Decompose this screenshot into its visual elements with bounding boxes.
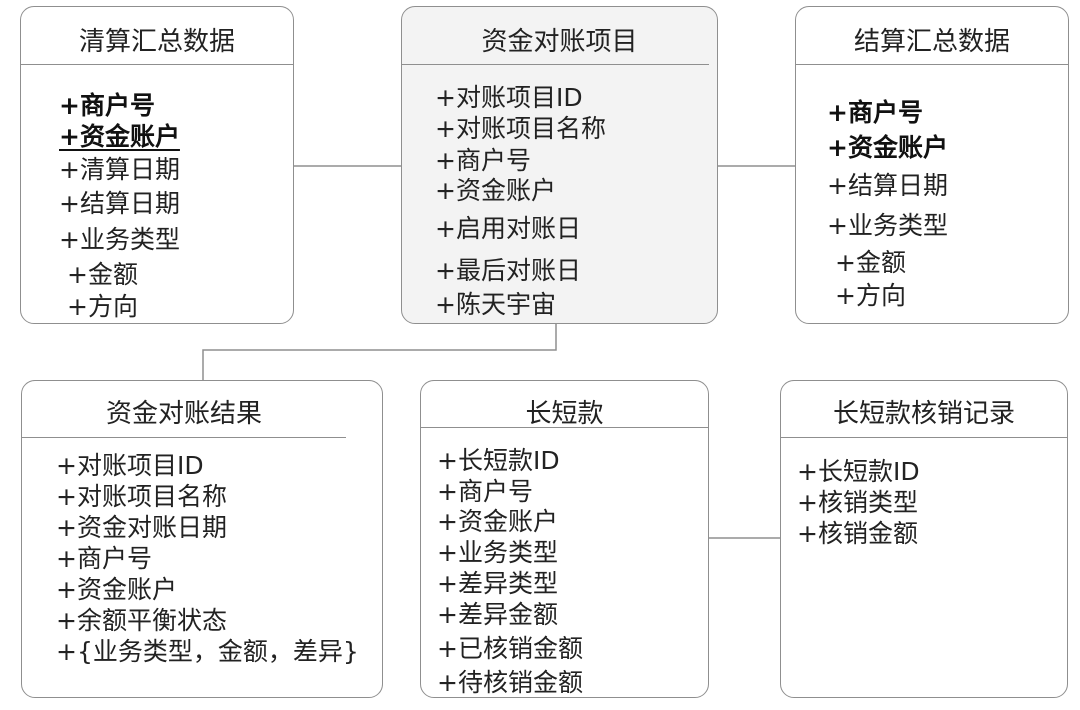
entity-field: +差异类型 bbox=[437, 569, 558, 598]
entity-field: +最后对账日 bbox=[435, 256, 581, 285]
entity-field: +资金账户 bbox=[437, 507, 558, 536]
entity-field: +核销类型 bbox=[797, 488, 918, 517]
entity-field-key: +资金账户 bbox=[827, 133, 948, 162]
entity-field: +结算日期 bbox=[59, 189, 180, 218]
entity-field: +对账项目名称 bbox=[435, 114, 606, 143]
entity-field: +方向 bbox=[67, 292, 138, 321]
entity-field: +对账项目ID bbox=[435, 83, 583, 112]
entity-divider bbox=[21, 64, 293, 65]
entity-field: +业务类型 bbox=[827, 211, 948, 240]
entity-field: +{业务类型，金额，差异} bbox=[56, 637, 359, 666]
entity-title: 清算汇总数据 bbox=[78, 27, 235, 57]
entity-field: +商户号 bbox=[435, 146, 531, 175]
connector-project-to-result bbox=[202, 324, 557, 380]
entity-field: +商户号 bbox=[56, 544, 152, 573]
entity-divider bbox=[796, 64, 1068, 65]
entity-field: +陈天宇宙 bbox=[435, 290, 556, 319]
entity-field: +资金账户 bbox=[56, 575, 177, 604]
entity-field: +金额 bbox=[67, 260, 138, 289]
entity-field: +长短款ID bbox=[797, 457, 920, 486]
entity-write-off-record: 长短款核销记录 +长短款ID +核销类型 +核销金额 bbox=[780, 380, 1068, 698]
entity-field: +资金账户 bbox=[435, 176, 556, 205]
entity-field: +长短款ID bbox=[437, 446, 560, 475]
entity-field: +余额平衡状态 bbox=[56, 606, 227, 635]
entity-field: +对账项目名称 bbox=[56, 482, 227, 511]
entity-field: +业务类型 bbox=[59, 225, 180, 254]
entity-field-key: +商户号 bbox=[827, 98, 923, 127]
entity-title: 资金对账项目 bbox=[481, 27, 638, 57]
entity-divider bbox=[781, 437, 1067, 438]
entity-field: +资金对账日期 bbox=[56, 513, 227, 542]
entity-long-short: 长短款 +长短款ID +商户号 +资金账户 +业务类型 +差异类型 +差异金额 … bbox=[420, 380, 709, 698]
entity-divider bbox=[402, 64, 709, 65]
entity-field: +方向 bbox=[835, 281, 906, 310]
entity-title: 长短款 bbox=[525, 399, 604, 429]
entity-field: +对账项目ID bbox=[56, 451, 204, 480]
entity-field: +商户号 bbox=[437, 477, 533, 506]
entity-field: +结算日期 bbox=[827, 171, 948, 200]
entity-field-key: +资金账户 bbox=[59, 122, 180, 151]
entity-title: 结算汇总数据 bbox=[853, 27, 1010, 57]
entity-field: +待核销金额 bbox=[437, 668, 583, 697]
entity-field: +已核销金额 bbox=[437, 634, 583, 663]
entity-field: +业务类型 bbox=[437, 538, 558, 567]
entity-field-key: +商户号 bbox=[59, 91, 155, 120]
entity-clearing-summary: 清算汇总数据 +商户号 +资金账户 +清算日期 +结算日期 +业务类型 +金额 … bbox=[20, 6, 294, 324]
entity-divider bbox=[22, 437, 346, 438]
entity-field: +清算日期 bbox=[59, 155, 180, 184]
entity-settlement-summary: 结算汇总数据 +商户号 +资金账户 +结算日期 +业务类型 +金额 +方向 bbox=[795, 6, 1069, 324]
entity-field: +金额 bbox=[835, 248, 906, 277]
entity-field: +核销金额 bbox=[797, 519, 918, 548]
entity-title: 长短款核销记录 bbox=[832, 399, 1015, 429]
entity-reconciliation-project: 资金对账项目 +对账项目ID +对账项目名称 +商户号 +资金账户 +启用对账日… bbox=[401, 6, 718, 324]
entity-field: +启用对账日 bbox=[435, 214, 581, 243]
entity-divider bbox=[421, 427, 708, 428]
entity-reconciliation-result: 资金对账结果 +对账项目ID +对账项目名称 +资金对账日期 +商户号 +资金账… bbox=[21, 380, 383, 698]
entity-title: 资金对账结果 bbox=[105, 399, 262, 429]
entity-field: +差异金额 bbox=[437, 600, 558, 629]
